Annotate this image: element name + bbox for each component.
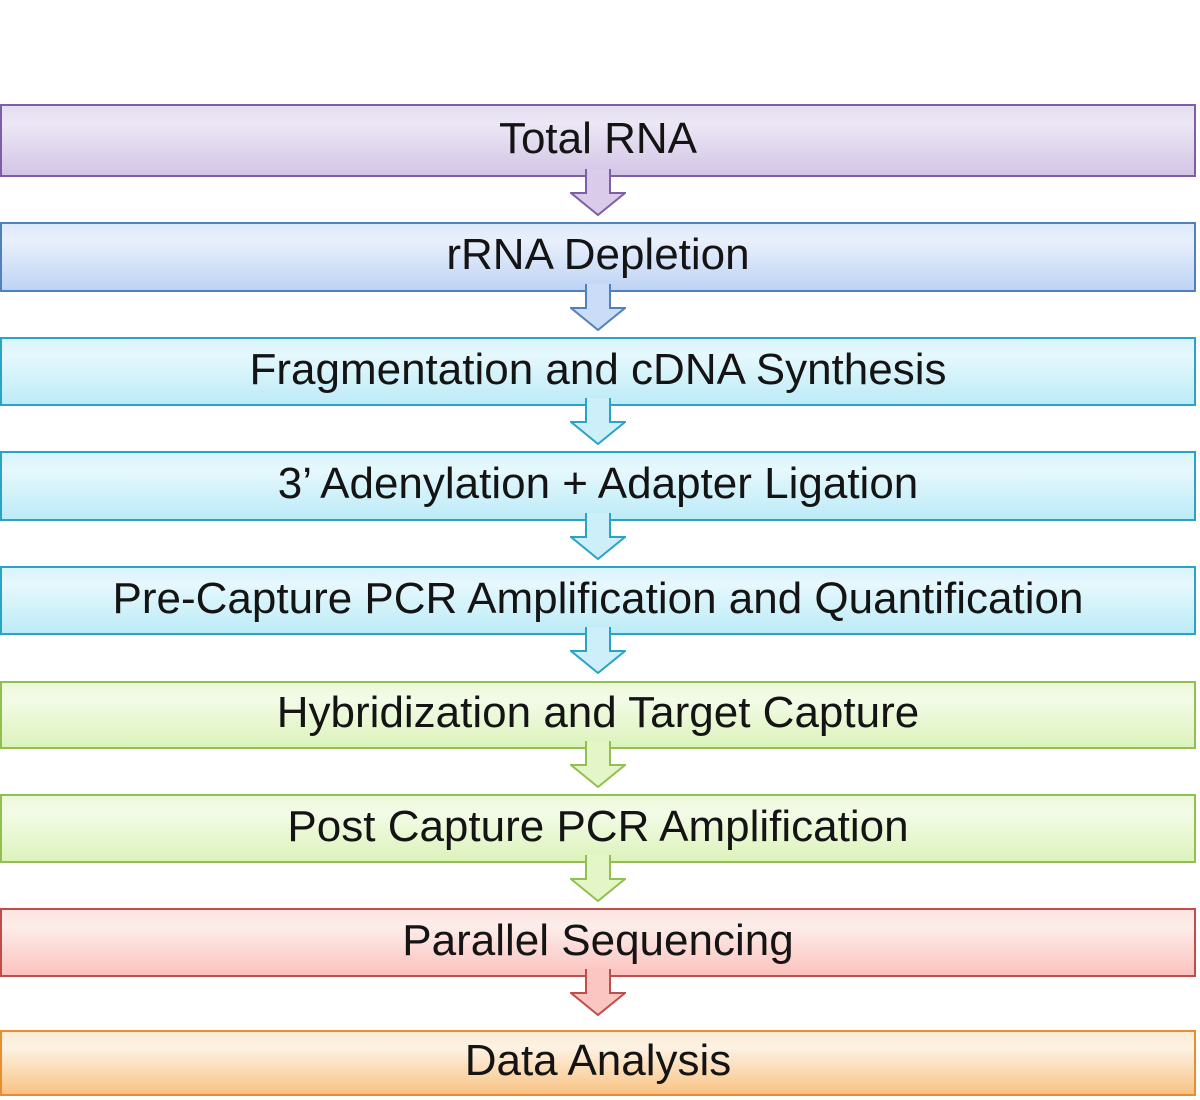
step-fragmentation-cdna-synthesis: Fragmentation and cDNA Synthesis: [0, 337, 1196, 406]
down-arrow-icon: [570, 741, 626, 788]
step-label: Data Analysis: [464, 1036, 732, 1085]
step-post-capture-pcr: Post Capture PCR Amplification: [0, 794, 1196, 863]
step-parallel-sequencing: Parallel Sequencing: [0, 908, 1196, 977]
step-label: Hybridization and Target Capture: [276, 688, 920, 737]
step-label: Post Capture PCR Amplification: [287, 801, 909, 851]
step-total-rna: Total RNA: [0, 104, 1196, 177]
down-arrow-icon: [570, 284, 626, 331]
down-arrow-icon: [570, 513, 626, 560]
step-label: Fragmentation and cDNA Synthesis: [249, 344, 947, 394]
step-hybridization-target-capture: Hybridization and Target Capture: [0, 681, 1196, 749]
step-rrna-depletion: rRNA Depletion: [0, 222, 1196, 292]
down-arrow-icon: [570, 969, 626, 1016]
down-arrow-icon: [570, 169, 626, 216]
step-label: Pre-Capture PCR Amplification and Quanti…: [112, 573, 1084, 623]
step-pre-capture-pcr: Pre-Capture PCR Amplification and Quanti…: [0, 566, 1196, 635]
step-label: rRNA Depletion: [446, 230, 750, 279]
step-label: Total RNA: [498, 113, 698, 163]
down-arrow-icon: [570, 627, 626, 674]
down-arrow-icon: [570, 398, 626, 445]
step-data-analysis: Data Analysis: [0, 1030, 1196, 1096]
down-arrow-icon: [570, 855, 626, 902]
step-adenylation-adapter-ligation: 3’ Adenylation + Adapter Ligation: [0, 451, 1196, 521]
step-label: 3’ Adenylation + Adapter Ligation: [277, 459, 919, 508]
step-label: Parallel Sequencing: [402, 915, 794, 965]
